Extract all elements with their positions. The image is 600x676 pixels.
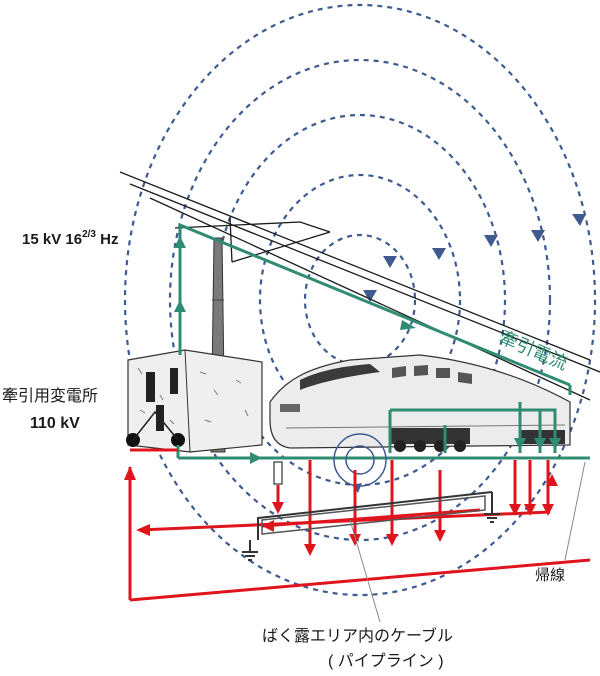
- catenary-wires: [119, 171, 600, 401]
- red-arrow: [434, 530, 446, 542]
- return-line-leader: [564, 461, 586, 561]
- field-arrow: [531, 230, 545, 242]
- field-arrow: [383, 256, 397, 268]
- green-arrow: [174, 300, 186, 312]
- substation-label: 牽引用変電所: [2, 386, 98, 405]
- red-arrow: [124, 466, 136, 480]
- red-arrow: [386, 534, 398, 546]
- ground-symbol-icon: [242, 540, 258, 561]
- traction-current-label: 牽引電流: [496, 327, 570, 374]
- red-arrow: [262, 520, 274, 532]
- red-arrow: [546, 474, 558, 486]
- return-current-path: [128, 448, 591, 602]
- red-arrow: [136, 524, 150, 536]
- substation-voltage-label: 110 kV: [30, 415, 80, 432]
- return-current-line: [129, 558, 591, 602]
- field-arrow: [432, 248, 446, 260]
- red-arrow: [509, 504, 521, 516]
- overhead-wire: [119, 171, 591, 361]
- high-speed-train: [269, 354, 571, 452]
- cable-leader: [349, 519, 381, 623]
- green-arrow: [250, 452, 262, 464]
- ground-symbols: [242, 508, 500, 561]
- voltage-label: 15 kV 162/3 Hz: [22, 229, 118, 248]
- cable-sublabel: ( パイプライン ): [328, 652, 444, 670]
- catenary-bracket: [174, 217, 331, 263]
- green-arrow: [174, 236, 186, 248]
- leader-lines: [349, 461, 586, 623]
- red-arrow: [304, 544, 316, 556]
- return-current-arrows: [124, 466, 558, 556]
- cable-conductor: [261, 495, 486, 535]
- overhead-wire: [129, 183, 600, 373]
- high-speed-train-icon: [269, 354, 571, 449]
- field-arrow: [363, 290, 377, 302]
- substation-building: [126, 349, 263, 453]
- return-line-label: 帰線: [535, 566, 565, 584]
- green-arrow: [534, 438, 546, 450]
- return-current-line: [261, 508, 481, 528]
- traction-current-arrows: [174, 236, 561, 464]
- red-arrow: [542, 504, 554, 516]
- cable-conductor: [257, 491, 493, 540]
- field-line: [168, 58, 552, 542]
- field-arrow: [484, 235, 498, 247]
- green-arrow: [400, 320, 416, 330]
- field-direction-arrows: [363, 214, 586, 302]
- red-arrow: [524, 504, 536, 516]
- field-line: [123, 3, 597, 597]
- green-arrow: [549, 438, 561, 450]
- rail-insulator: [273, 461, 283, 485]
- ground-symbol-icon: [484, 508, 500, 523]
- cable-field-ring: [345, 445, 375, 475]
- red-arrow: [349, 534, 361, 546]
- field-line: [258, 173, 462, 427]
- green-arrow: [514, 438, 526, 450]
- cable-label: ばく露エリア内のケーブル: [262, 626, 453, 645]
- red-arrow: [272, 502, 284, 514]
- overhead-wire: [149, 197, 591, 401]
- buried-cable: [257, 491, 493, 540]
- field-arrow: [572, 214, 586, 226]
